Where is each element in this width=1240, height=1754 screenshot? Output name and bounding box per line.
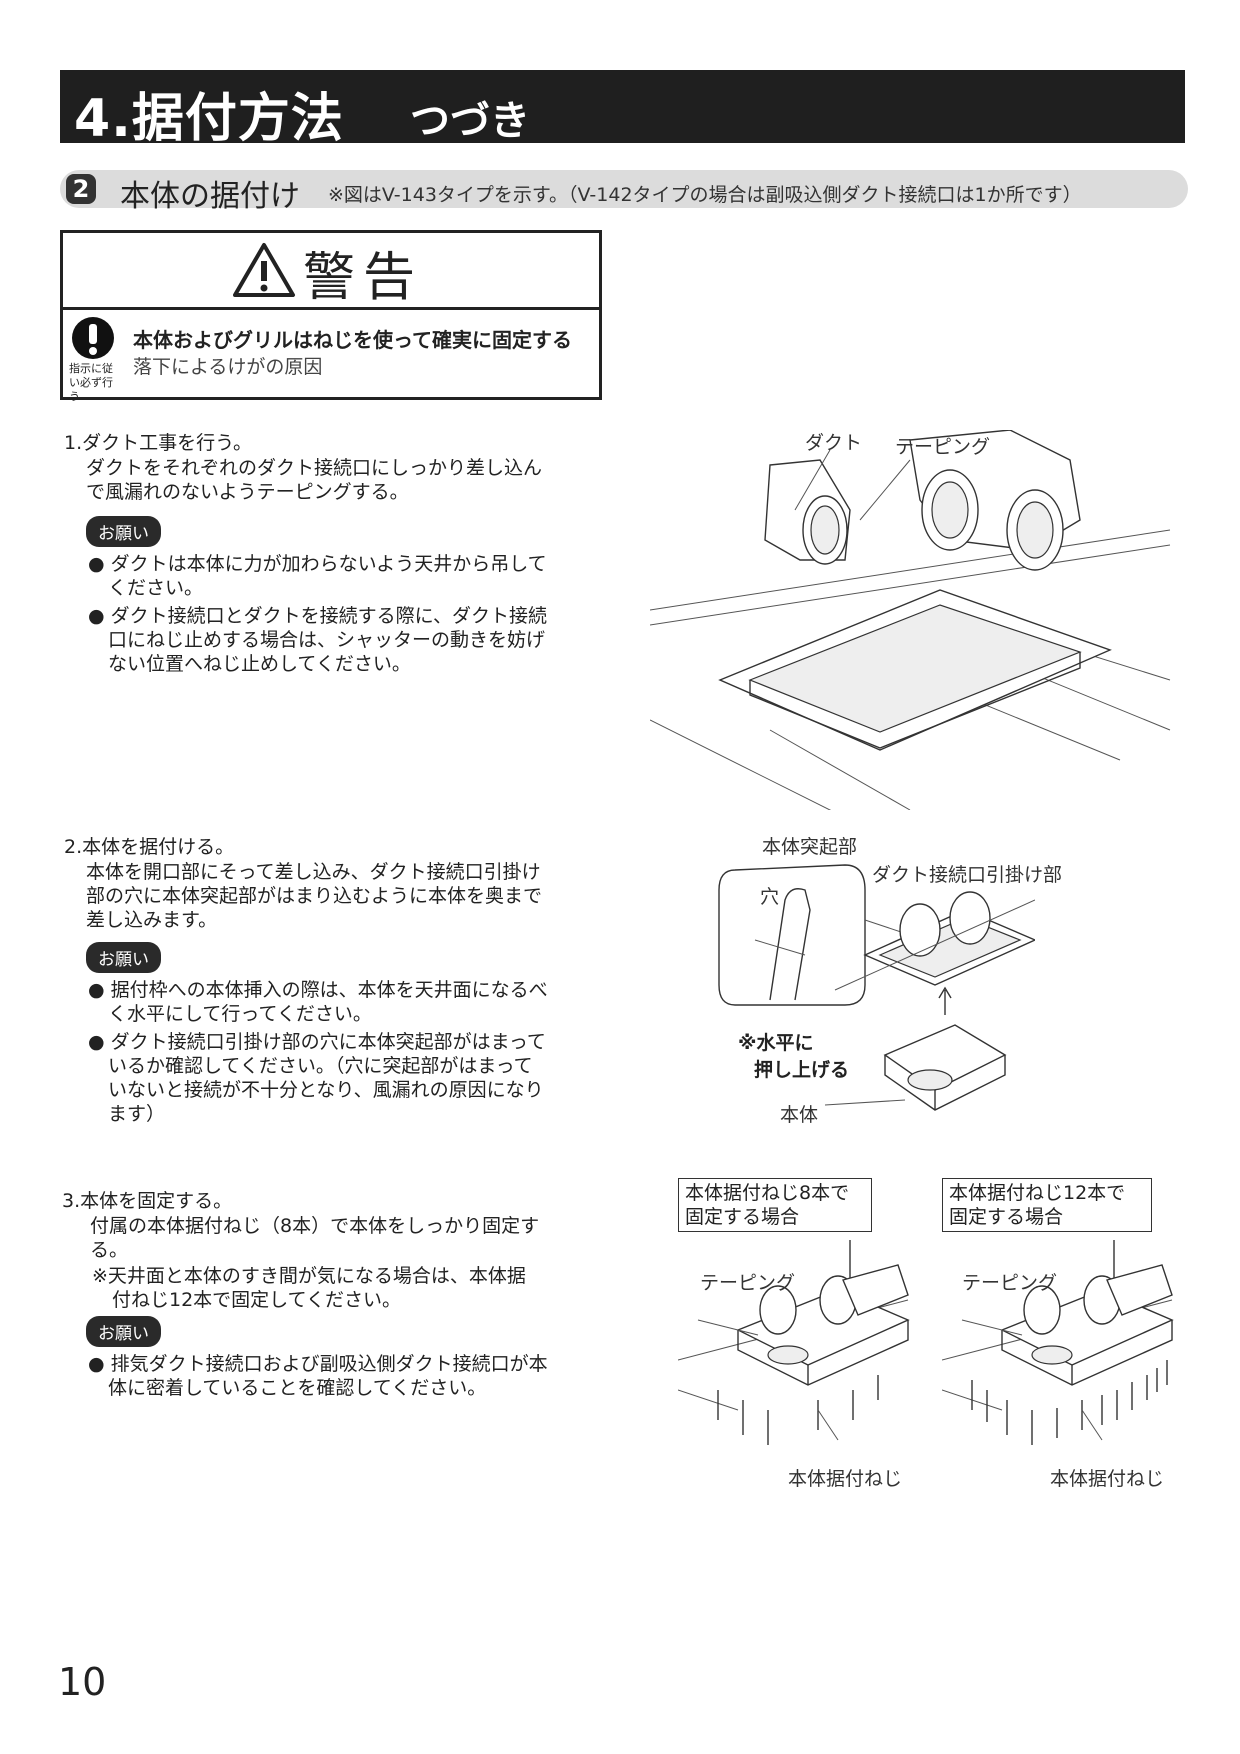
warning-reason: 落下によるけがの原因 — [133, 356, 323, 378]
label-duct-hook: ダクト接続口引掛け部 — [872, 864, 1063, 886]
page-number: 10 — [58, 1660, 107, 1704]
label-screw-right: 本体据付ねじ — [1050, 1468, 1165, 1490]
fixing-8-screws-illustration — [678, 1240, 910, 1445]
label-duct: ダクト — [805, 432, 863, 454]
chapter-title-bar: 4.据付方法 つづき — [60, 70, 1185, 149]
text-line: 本体据付ねじ8本で — [685, 1182, 850, 1204]
text-line: で風漏れのないようテーピングする。 — [86, 481, 409, 503]
label-12-screws-box: 本体据付ねじ12本で 固定する場合 — [942, 1178, 1152, 1232]
warning-body: 指示に従い必ず行う 本体およびグリルはねじを使って確実に固定する 落下によるけが… — [63, 310, 599, 403]
text-line: ない位置へねじ止めしてください。 — [108, 653, 411, 675]
request-badge: お願い — [86, 516, 161, 547]
warning-instruction: 本体およびグリルはねじを使って確実に固定する — [133, 328, 572, 352]
step-1-body: ダクトをそれぞれのダクト接続口にしっかり差し込ん で風漏れのないようテーピングす… — [86, 456, 542, 504]
request-badge: お願い — [86, 1316, 161, 1347]
text-line: ダクトは本体に力が加わらないよう天井から吊して — [110, 553, 547, 575]
text-line: ダクトをそれぞれのダクト接続口にしっかり差し込ん — [86, 457, 543, 479]
label-8-screws-box: 本体据付ねじ8本で 固定する場合 — [678, 1178, 872, 1232]
text-line: 付ねじ12本で固定してください。 — [112, 1289, 402, 1311]
text-line: 固定する場合 — [685, 1206, 800, 1228]
text-line: ダクト接続口とダクトを接続する際に、ダクト接続 — [110, 605, 548, 627]
text-line: ます） — [108, 1103, 166, 1125]
step-3-bullet-1: ● 排気ダクト接続口および副吸込側ダクト接続口が本 体に密着していることを確認し… — [88, 1353, 548, 1399]
step-2-bullet-1: ● 据付枠への本体挿入の際は、本体を天井面になるべ く水平にして行ってください。 — [88, 979, 548, 1025]
section-heading: 2 本体の据付け ※図はV-143タイプを示す。（V-142タイプの場合は副吸込… — [60, 170, 1188, 214]
text-line: 押し上げる — [754, 1059, 850, 1081]
chapter-subtitle: つづき — [410, 98, 530, 144]
label-hole: 穴 — [760, 886, 780, 908]
text-line: 差し込みます。 — [86, 909, 218, 931]
label-body: 本体 — [780, 1104, 819, 1126]
label-taping-right: テーピング — [962, 1272, 1058, 1294]
section-note: ※図はV-143タイプを示す。（V-142タイプの場合は副吸込側ダクト接続口は1… — [328, 184, 1082, 206]
text-line: 部の穴に本体突起部がはまり込むように本体を奥まで — [86, 885, 543, 907]
text-line: いないと接続が不十分となり、風漏れの原因になり — [108, 1079, 544, 1101]
step-1-title: 1.ダクト工事を行う。 — [64, 432, 252, 454]
step-3-title: 3.本体を固定する。 — [62, 1190, 233, 1212]
request-badge-label: お願い — [86, 1316, 161, 1347]
warning-title: 警告 — [303, 248, 424, 308]
label-body-protrusion: 本体突起部 — [762, 836, 858, 858]
text-line: ※水平に — [738, 1032, 814, 1054]
text-line: ダクト接続口引掛け部の穴に本体突起部がはまって — [110, 1031, 546, 1053]
step-2-body: 本体を開口部にそって差し込み、ダクト接続口引掛け 部の穴に本体突起部がはまり込む… — [86, 860, 542, 932]
text-line: いるか確認してください。（穴に突起部がはまって — [108, 1055, 533, 1077]
text-line: る。 — [90, 1239, 129, 1261]
text-line: 排気ダクト接続口および副吸込側ダクト接続口が本 — [110, 1353, 548, 1375]
section-number: 2 — [66, 174, 96, 204]
text-line: 口にねじ止めする場合は、シャッターの動きを妨げ — [108, 629, 546, 651]
step-1-bullet-2: ● ダクト接続口とダクトを接続する際に、ダクト接続 口にねじ止めする場合は、シャ… — [88, 605, 548, 675]
label-taping-left: テーピング — [700, 1272, 796, 1294]
text-line: 据付枠への本体挿入の際は、本体を天井面になるべ — [110, 979, 548, 1001]
label-push-horizontal: ※水平に 押し上げる — [738, 1028, 849, 1082]
text-line: ください。 — [108, 577, 204, 599]
step-3-note: ※天井面と本体のすき間が気になる場合は、本体据 付ねじ12本で固定してください。 — [92, 1264, 526, 1312]
request-badge-label: お願い — [86, 942, 161, 973]
mandatory-action-icon — [72, 317, 114, 359]
text-line: ※天井面と本体のすき間が気になる場合は、本体据 — [92, 1265, 526, 1287]
step-2-bullet-2: ● ダクト接続口引掛け部の穴に本体突起部がはまって いるか確認してください。（穴… — [88, 1031, 546, 1125]
text-line: 固定する場合 — [949, 1206, 1064, 1228]
text-line: 体に密着していることを確認してください。 — [108, 1377, 487, 1399]
label-taping: テーピング — [895, 436, 991, 458]
body-insertion-illustration — [718, 864, 1035, 1111]
step-3-body: 付属の本体据付ねじ（8本）で本体をしっかり固定す る。 — [90, 1214, 539, 1262]
fixing-12-screws-illustration — [942, 1240, 1174, 1445]
chapter-title: 4.据付方法 — [74, 89, 344, 149]
warning-header: 警告 — [63, 233, 599, 310]
text-line: 本体を開口部にそって差し込み、ダクト接続口引掛け — [86, 861, 541, 883]
request-badge: お願い — [86, 942, 161, 973]
step-1-bullet-1: ● ダクトは本体に力が加わらないよう天井から吊して ください。 — [88, 553, 547, 599]
warning-box: 警告 指示に従い必ず行う 本体およびグリルはねじを使って確実に固定する 落下によ… — [60, 230, 602, 403]
request-badge-label: お願い — [86, 516, 161, 547]
text-line: 本体据付ねじ12本で — [949, 1182, 1126, 1204]
text-line: 付属の本体据付ねじ（8本）で本体をしっかり固定す — [90, 1215, 540, 1237]
duct-installation-illustration — [650, 430, 1171, 810]
mandatory-icon-label: 指示に従い必ず行う — [69, 362, 113, 403]
section-title: 本体の据付け — [120, 179, 300, 214]
text-line: く水平にして行ってください。 — [108, 1003, 372, 1025]
step-2-title: 2.本体を据付ける。 — [64, 836, 235, 858]
label-screw-left: 本体据付ねじ — [788, 1468, 903, 1490]
warning-triangle-icon — [233, 243, 295, 297]
